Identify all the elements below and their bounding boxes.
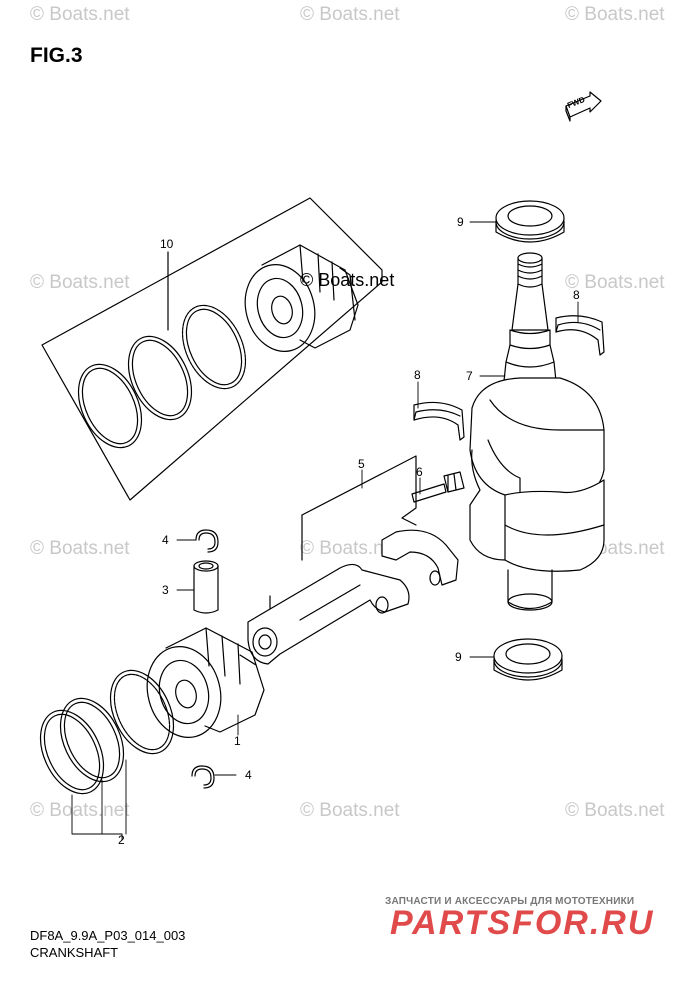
- connecting-rod: [247, 563, 410, 665]
- watermark: © Boats.net: [300, 4, 400, 25]
- oil-seal-upper: [495, 200, 565, 243]
- inner-watermark: © Boats.net: [300, 270, 395, 290]
- callout-8-upper: 8: [573, 288, 580, 302]
- callout-7: 7: [466, 369, 473, 383]
- piston-ring-set-upper: [77, 304, 247, 449]
- leader-lines: [71, 221, 579, 841]
- seller-subtitle: ЗАПЧАСТИ И АКСЕССУАРЫ ДЛЯ МОТОТЕХНИКИ: [385, 896, 635, 907]
- piston-pin: [193, 560, 219, 614]
- diagram-name: CRANKSHAFT: [30, 945, 119, 960]
- callout-2: 2: [118, 833, 125, 847]
- callout-5: 5: [358, 457, 365, 471]
- callout-6: 6: [416, 465, 423, 479]
- watermark: © Boats.net: [30, 4, 130, 25]
- watermark: © Boats.net: [300, 800, 400, 821]
- watermark: © Boats.net: [565, 800, 665, 821]
- fwd-arrow-icon: [565, 91, 602, 122]
- piston-kit-box: [41, 197, 383, 501]
- bearing-half-lower: [413, 401, 465, 441]
- piston-lower: [146, 627, 265, 738]
- callout-8-lower: 8: [414, 368, 421, 382]
- piston-ring-set-lower: [39, 669, 175, 795]
- watermark: © Boats.net: [565, 272, 665, 293]
- diagram-code: DF8A_9.9A_P03_014_003: [30, 928, 186, 943]
- piston-upper: [244, 244, 359, 353]
- crankshaft: [469, 252, 605, 611]
- watermark: © Boats.net: [300, 538, 400, 559]
- callout-4-upper: 4: [162, 533, 169, 547]
- watermark: © Boats.net: [30, 538, 130, 559]
- connecting-rod-bolt: [411, 471, 465, 503]
- callout-1: 1: [234, 734, 241, 748]
- seller-logo: PARTSFOR.RU: [390, 904, 655, 942]
- watermark: © Boats.net: [30, 800, 130, 821]
- callout-9-upper: 9: [457, 215, 464, 229]
- callout-9-lower: 9: [455, 650, 462, 664]
- circlip-upper: [195, 529, 219, 553]
- callout-4-lower: 4: [245, 768, 252, 782]
- conrod-cap: [381, 529, 459, 586]
- circlip-lower: [191, 765, 215, 789]
- callout-3: 3: [162, 583, 169, 597]
- callout-10: 10: [160, 237, 174, 251]
- watermark: © Boats.net: [565, 4, 665, 25]
- figure-title: FIG.3: [30, 44, 83, 67]
- bearing-half-upper: [555, 315, 605, 356]
- watermark: © Boats.net: [30, 272, 130, 293]
- oil-seal-lower: [493, 638, 563, 681]
